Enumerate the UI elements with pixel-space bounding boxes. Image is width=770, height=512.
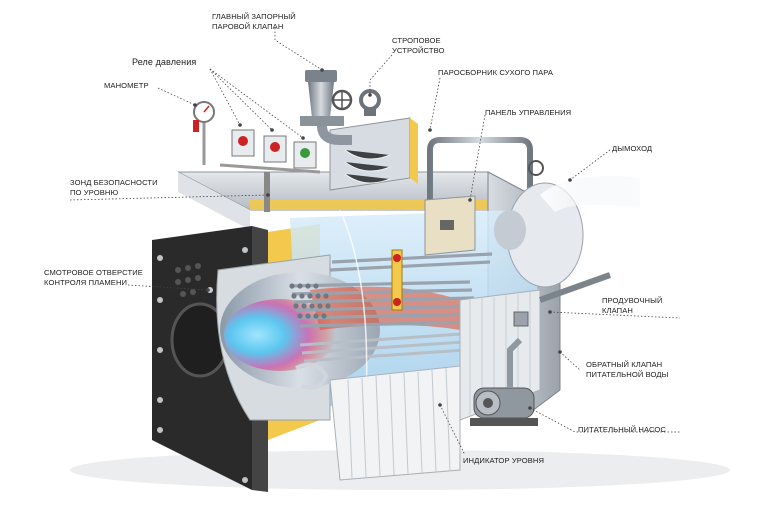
label-pressure-relay-text: Реле давления <box>132 57 197 67</box>
front-tube-holes <box>175 263 201 297</box>
leader-dots <box>193 68 572 410</box>
label-check-valve: ОБРАТНЫЙ КЛАПАН ПИТАТЕЛЬНОЙ ВОДЫ <box>586 360 668 380</box>
label-chimney: ДЫМОХОД <box>612 144 652 154</box>
valve-wheel-icon <box>528 160 544 176</box>
label-feed-pump-text: ПИТАТЕЛЬНЫЙ НАСОС <box>578 425 667 434</box>
blowdown-pipe <box>538 272 612 303</box>
label-level-probe-line2: ПО УРОВНЮ <box>70 188 119 197</box>
steam-pipe <box>427 137 533 200</box>
control-panel <box>424 195 476 256</box>
label-dry-steam-collector-text: ПАРОСБОРНИК СУХОГО ПАРА <box>438 68 554 77</box>
label-feed-pump: ПИТАТЕЛЬНЫЙ НАСОС <box>578 425 666 435</box>
leader-lines <box>69 28 681 456</box>
label-main-valve-line2: ПАРОВОЙ КЛАПАН <box>212 22 284 31</box>
pump-icon <box>470 337 538 426</box>
label-lifting-device: СТРОПОВОЕ УСТРОЙСТВО <box>392 36 445 56</box>
pressure-relays <box>219 129 321 174</box>
label-main-valve: ГЛАВНЫЙ ЗАПОРНЫЙ ПАРОВОЙ КЛАПАН <box>212 12 296 32</box>
label-level-probe: ЗОНД БЕЗОПАСНОСТИ ПО УРОВНЮ <box>70 178 158 198</box>
label-manometer: МАНОМЕТР <box>104 81 149 91</box>
label-level-indicator: ИНДИКАТОР УРОВНЯ <box>463 456 544 466</box>
return-chamber <box>295 362 329 390</box>
label-control-panel-text: ПАНЕЛЬ УПРАВЛЕНИЯ <box>485 108 572 117</box>
pressure-gauge-icon <box>193 101 215 165</box>
label-flame-window: СМОТРОВОЕ ОТВЕРСТИЕ КОНТРОЛЯ ПЛАМЕНИ <box>44 268 143 288</box>
valve-wheel-icon <box>331 89 353 111</box>
check-valve <box>513 280 529 340</box>
front-bolts <box>157 247 248 483</box>
label-chimney-text: ДЫМОХОД <box>612 144 653 153</box>
label-lifting-device-line1: СТРОПОВОЕ <box>392 36 441 45</box>
steam-elbow <box>317 125 352 145</box>
fire-tube-ends <box>289 283 331 319</box>
label-blowdown-valve-line2: КЛАПАН <box>602 306 633 315</box>
cladding-ribs <box>347 367 451 479</box>
chimney <box>494 176 640 288</box>
label-flame-window-line2: КОНТРОЛЯ ПЛАМЕНИ <box>44 278 128 287</box>
label-control-panel: ПАНЕЛЬ УПРАВЛЕНИЯ <box>485 108 571 118</box>
fire-tubes <box>289 252 493 328</box>
level-indicator <box>391 249 403 311</box>
label-level-probe-line1: ЗОНД БЕЗОПАСНОСТИ <box>70 178 158 187</box>
label-blowdown-valve: ПРОДУВОЧНЫЙ КЛАПАН <box>602 296 663 316</box>
valve-base <box>300 116 344 126</box>
label-blowdown-valve-line1: ПРОДУВОЧНЫЙ <box>602 296 663 305</box>
label-level-indicator-text: ИНДИКАТОР УРОВНЯ <box>463 456 545 465</box>
label-dry-steam-collector: ПАРОСБОРНИК СУХОГО ПАРА <box>438 68 553 78</box>
valve-body <box>308 82 334 118</box>
label-manometer-text: МАНОМЕТР <box>104 81 149 90</box>
top-insulation <box>250 200 560 210</box>
steam-lines <box>344 149 391 184</box>
top-casing-edge <box>178 172 250 230</box>
lifting-eye-icon <box>359 89 381 116</box>
label-main-valve-line1: ГЛАВНЫЙ ЗАПОРНЫЙ <box>212 12 296 21</box>
valve-flange <box>305 70 337 82</box>
steam-dome-insulation <box>410 118 418 184</box>
label-pressure-relay: Реле давления <box>132 57 196 67</box>
level-probe <box>264 172 270 212</box>
label-lifting-device-line2: УСТРОЙСТВО <box>392 46 445 55</box>
label-check-valve-line2: ПИТАТЕЛЬНОЙ ВОДЫ <box>586 370 669 379</box>
label-flame-window-line1: СМОТРОВОЕ ОТВЕРСТИЕ <box>44 268 143 277</box>
label-check-valve-line1: ОБРАТНЫЙ КЛАПАН <box>586 360 663 369</box>
